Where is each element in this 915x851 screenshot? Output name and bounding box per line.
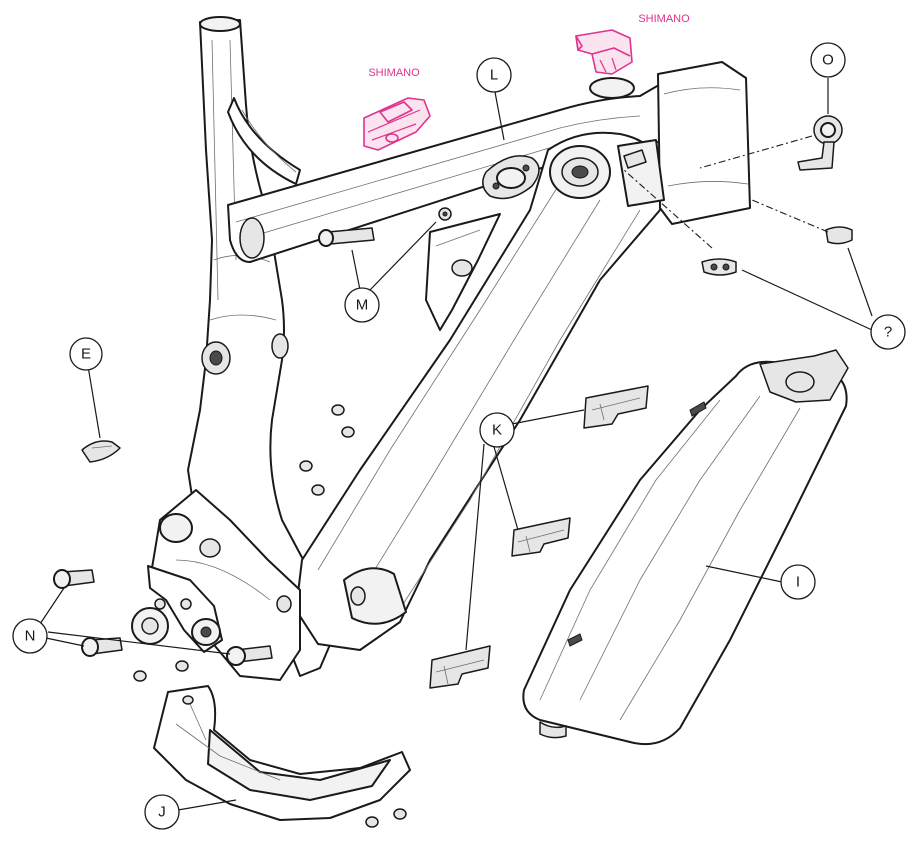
callout-n: N (12, 618, 48, 654)
svg-text:M: M (356, 297, 369, 314)
leader-n-middle (45, 637, 85, 647)
leader-n-top (39, 587, 65, 625)
leader-k-top (511, 409, 585, 425)
frame-gusset (425, 213, 501, 331)
callout-l: L (476, 57, 512, 93)
part-q-grommets (701, 226, 853, 276)
svg-text:K: K (492, 422, 502, 439)
leader-j (177, 799, 237, 811)
part-l-port-cover (482, 155, 540, 200)
part-o-key-lock (797, 115, 843, 171)
svg-text:N: N (25, 628, 36, 645)
leader-k-bottom (465, 443, 485, 651)
callout-o: O (810, 42, 846, 78)
leader-m-pin (351, 249, 361, 291)
frame-bolts (299, 404, 355, 496)
leader-q-left (741, 269, 873, 331)
seat-tube (187, 16, 333, 677)
callout-e: E (69, 337, 103, 371)
svg-text:E: E (81, 346, 91, 363)
part-e-cap (81, 440, 121, 463)
leader-i (705, 565, 783, 583)
head-tube (589, 61, 751, 225)
shimano-label-display: SHIMANO (368, 67, 420, 79)
shimano-connector (575, 29, 633, 75)
callout-k: K (479, 412, 515, 448)
leader-q-right (847, 247, 873, 317)
callout-m: M (344, 287, 380, 323)
part-k-guide-top (583, 385, 649, 429)
shimano-label-connector: SHIMANO (638, 13, 690, 25)
callout-i: I (780, 564, 816, 600)
motor-mount (131, 489, 301, 681)
svg-text:O: O (822, 52, 834, 69)
svg-text:I: I (796, 574, 800, 591)
leader-n-right (47, 631, 231, 655)
part-m-axle-pin (318, 207, 452, 247)
leader-e (87, 365, 101, 439)
svg-text:L: L (490, 67, 498, 84)
leader-lines (39, 78, 873, 811)
callout-q: ? (870, 314, 906, 350)
svg-text:J: J (158, 804, 166, 821)
part-i-battery (522, 349, 849, 746)
shimano-display (363, 97, 431, 151)
assembly-lines (623, 135, 829, 249)
part-k-guide-bottom (429, 645, 491, 689)
leader-m-bolt (369, 221, 437, 291)
part-k-guide-middle (511, 517, 571, 557)
callout-j: J (144, 794, 180, 830)
leader-k-middle (491, 439, 519, 531)
svg-text:?: ? (884, 324, 892, 341)
leader-l (494, 91, 505, 141)
seat-stay-brace (227, 97, 301, 185)
part-j-skid-plate (133, 660, 411, 828)
part-n-bolts (53, 569, 273, 666)
